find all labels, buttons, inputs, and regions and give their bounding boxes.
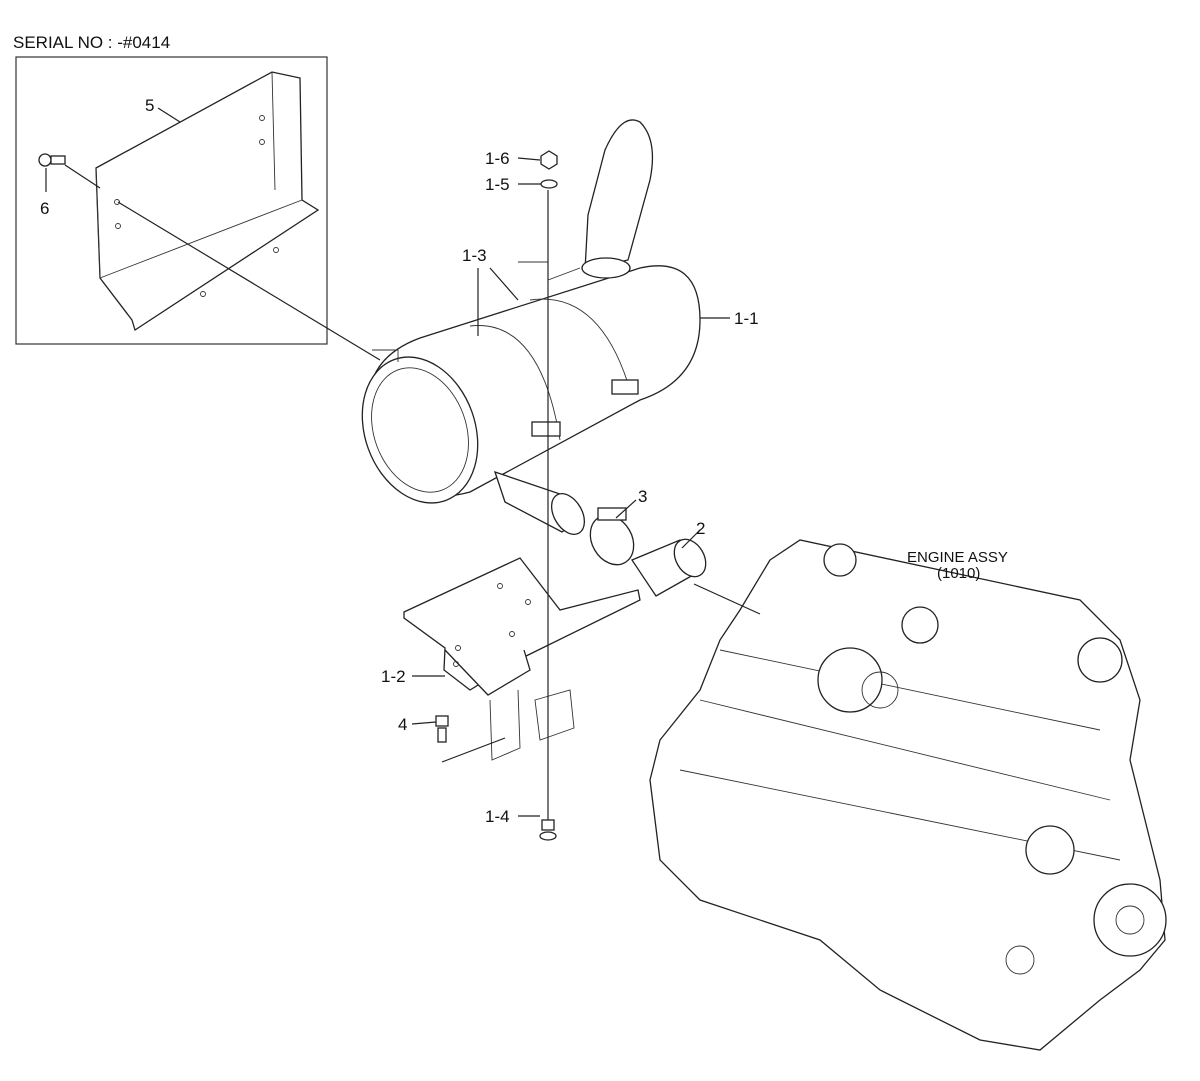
- callout-1-3: 1-3: [462, 246, 487, 265]
- serial-number-label: SERIAL NO : -#0414: [13, 33, 170, 52]
- long-bolt-part-1-4: [539, 190, 557, 841]
- engine-assy-code: (1010): [937, 565, 980, 582]
- callout-3: 3: [638, 487, 647, 506]
- engine-assembly: [649, 539, 1167, 1051]
- callout-1-6: 1-6: [485, 149, 510, 168]
- callout-6: 6: [40, 199, 49, 218]
- callout-1-1: 1-1: [734, 309, 759, 328]
- bolt-part-4: [435, 715, 506, 763]
- engine-assy-label: ENGINE ASSY: [907, 549, 1008, 566]
- callout-4: 4: [398, 715, 407, 734]
- callout-1-4: 1-4: [485, 807, 510, 826]
- inlet-pipe: [493, 470, 586, 535]
- muffler-part-1-1: [361, 265, 701, 504]
- heat-shield-part-5: [95, 71, 320, 332]
- tailpipe: [581, 119, 654, 279]
- callout-5: 5: [145, 96, 154, 115]
- bracket-part-1-2: [403, 557, 641, 761]
- inset-leader-lines: [45, 107, 381, 361]
- callout-2: 2: [696, 519, 705, 538]
- callout-1-5: 1-5: [485, 175, 510, 194]
- leader-lines: [411, 157, 761, 817]
- inset-frame: [15, 56, 328, 345]
- muffler-bands-part-1-3: [372, 261, 639, 437]
- callout-1-2: 1-2: [381, 667, 406, 686]
- washer-part-1-5: [540, 179, 558, 189]
- bolt-part-6: [38, 153, 66, 167]
- nut-part-1-6: [540, 150, 558, 170]
- clamp-part-3: [589, 507, 635, 566]
- pipe-part-2: [631, 538, 707, 597]
